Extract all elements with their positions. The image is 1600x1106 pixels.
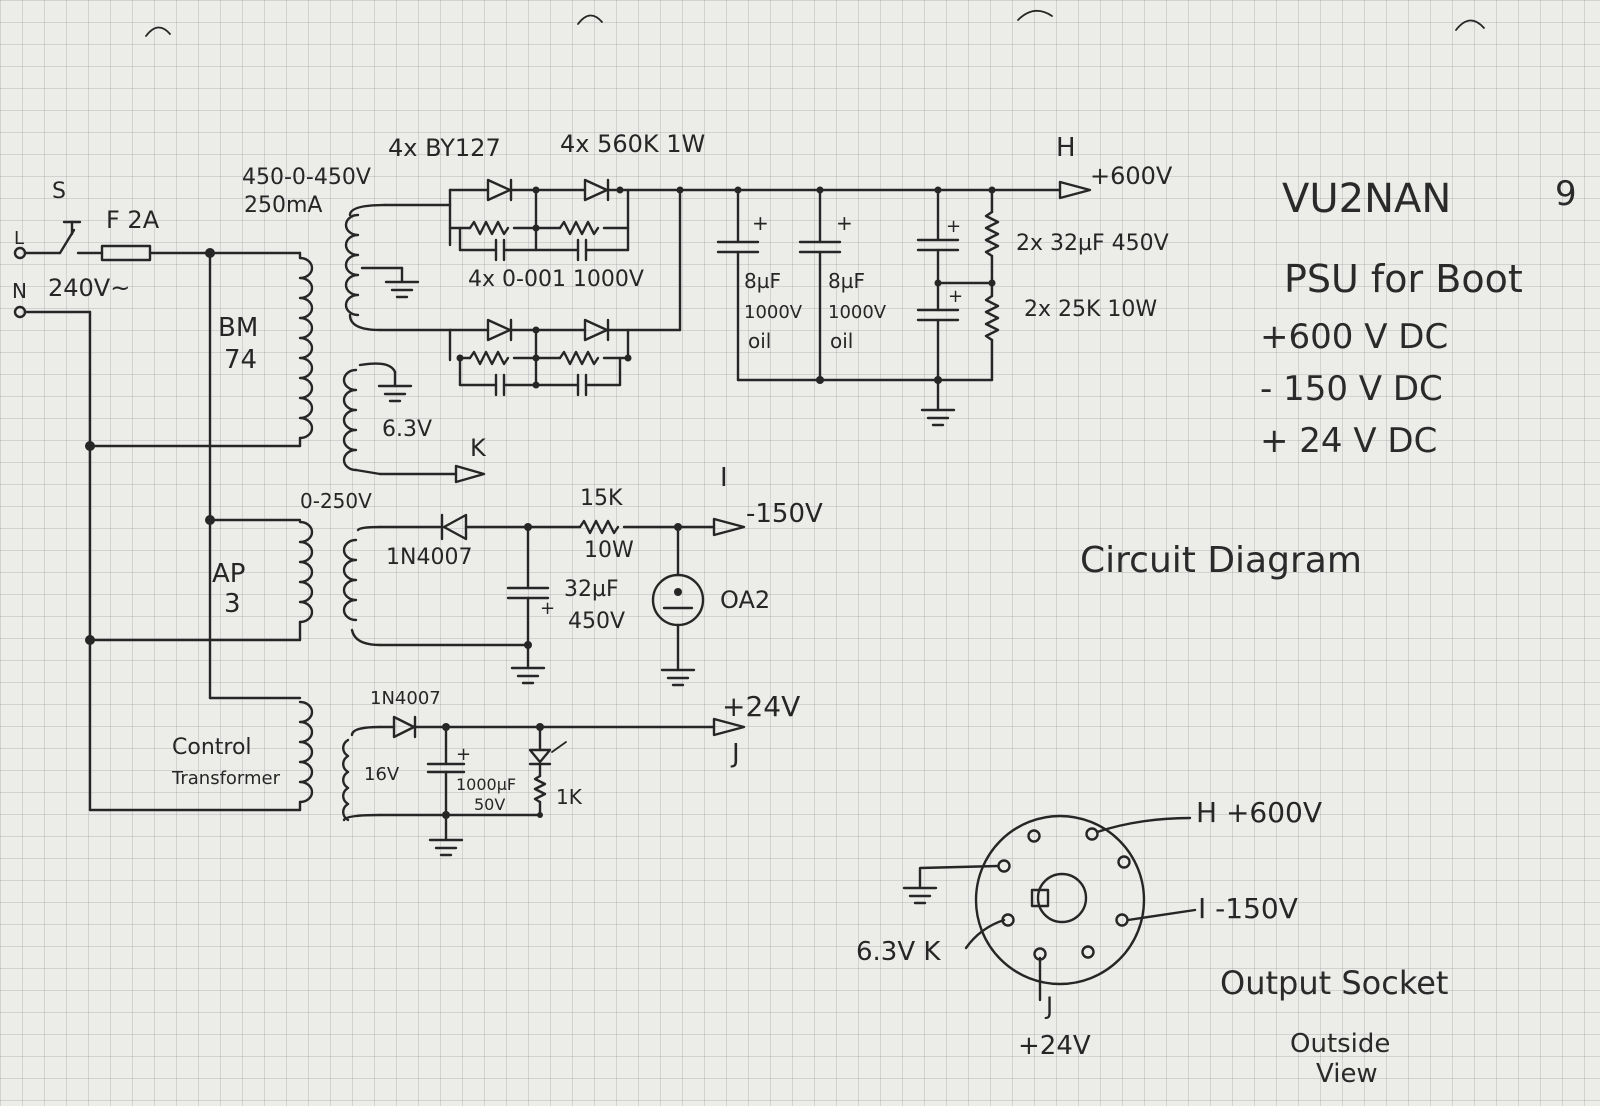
- resistors-label: 4x 560K 1W: [560, 130, 705, 158]
- bias-supply: +: [85, 513, 746, 687]
- output-spec-2: - 150 V DC: [1260, 369, 1443, 409]
- cap-b-value: 8µF: [828, 269, 865, 293]
- transformer-bm74: [85, 203, 486, 484]
- labels: VU2NAN 9 PSU for Boot +600 V DC - 150 V …: [12, 130, 1577, 1089]
- secondary-hv: 450-0-450V: [242, 165, 371, 190]
- bias-voltage: -150V: [746, 499, 823, 529]
- low-diode: 1N4007: [370, 688, 441, 709]
- socket-pin-h: H +600V: [1196, 796, 1322, 829]
- output-socket: [902, 814, 1197, 1002]
- socket-caption-3: View: [1316, 1059, 1378, 1089]
- hv-voltage: +600V: [1090, 162, 1173, 190]
- heater-label: 6.3V: [382, 417, 432, 442]
- low-voltage: +24V: [722, 690, 800, 723]
- low-supply: +: [88, 696, 746, 857]
- svg-text:+: +: [540, 598, 555, 619]
- socket-pin-k: 6.3V K: [856, 937, 941, 967]
- hv-rectifier: [448, 178, 684, 397]
- small-caps-label: 4x 0-001 1000V: [468, 267, 644, 292]
- cap-a-voltage: 1000V: [744, 302, 803, 323]
- svg-text:+: +: [836, 211, 853, 235]
- bias-cap-voltage: 450V: [568, 609, 625, 634]
- low-pin: J: [730, 739, 740, 769]
- tube-label: OA2: [720, 586, 770, 614]
- diodes-label: 4x BY127: [388, 134, 501, 162]
- hv-pin: H: [1056, 133, 1076, 163]
- diagram-subtitle: Circuit Diagram: [1080, 540, 1362, 581]
- cap-b-type: oil: [830, 329, 853, 353]
- mains-input: [13, 220, 215, 812]
- line-label: L: [14, 228, 24, 249]
- callsign: VU2NAN: [1282, 176, 1451, 222]
- transformer-74: 74: [224, 345, 257, 375]
- bias-pin: I: [720, 463, 728, 493]
- bias-resistor-value: 15K: [580, 486, 623, 511]
- socket-caption-2: Outside: [1290, 1029, 1390, 1059]
- low-resistor: 1K: [556, 785, 583, 809]
- elko-label: 2x 32µF 450V: [1016, 231, 1169, 256]
- socket-pin-i: I -150V: [1198, 892, 1298, 925]
- cap-a-value: 8µF: [744, 269, 781, 293]
- socket-pin-j-voltage: +24V: [1018, 1031, 1091, 1061]
- low-cap-value: 1000µF: [456, 775, 516, 794]
- binder-marks: [145, 10, 1485, 37]
- low-secondary: 16V: [364, 764, 400, 785]
- switch-label: S: [52, 179, 66, 204]
- output-spec-3: + 24 V DC: [1260, 421, 1437, 461]
- neutral-label: N: [12, 279, 27, 303]
- transformer-bm: BM: [218, 313, 258, 343]
- bias-resistor-power: 10W: [584, 538, 634, 563]
- secondary-current: 250mA: [244, 193, 322, 218]
- output-spec-1: +600 V DC: [1260, 317, 1448, 357]
- transformer-3: 3: [224, 589, 241, 619]
- page-number: 9: [1555, 174, 1577, 214]
- bleeder-label: 2x 25K 10W: [1024, 297, 1157, 322]
- cap-a-type: oil: [748, 329, 771, 353]
- psu-title: PSU for Boot: [1284, 257, 1523, 301]
- fuse-label: F 2A: [106, 206, 160, 234]
- transformer-ap: AP: [212, 559, 245, 589]
- heater-pin: K: [470, 434, 487, 462]
- control-label-1: Control: [172, 735, 252, 760]
- svg-text:+: +: [946, 216, 961, 237]
- hv-filter: + + + +: [678, 180, 1092, 427]
- svg-text:+: +: [948, 286, 963, 307]
- bias-diode: 1N4007: [386, 545, 472, 570]
- cap-b-voltage: 1000V: [828, 302, 887, 323]
- socket-caption: Output Socket: [1220, 964, 1448, 1002]
- low-cap-voltage: 50V: [474, 795, 505, 814]
- control-label-2: Transformer: [171, 768, 281, 789]
- svg-text:+: +: [752, 211, 769, 235]
- mains-voltage: 240V~: [48, 274, 130, 302]
- bias-cap-value: 32µF: [564, 577, 619, 602]
- bias-secondary: 0-250V: [300, 489, 372, 513]
- socket-pin-j-letter: J: [1044, 992, 1053, 1020]
- svg-text:+: +: [456, 744, 471, 765]
